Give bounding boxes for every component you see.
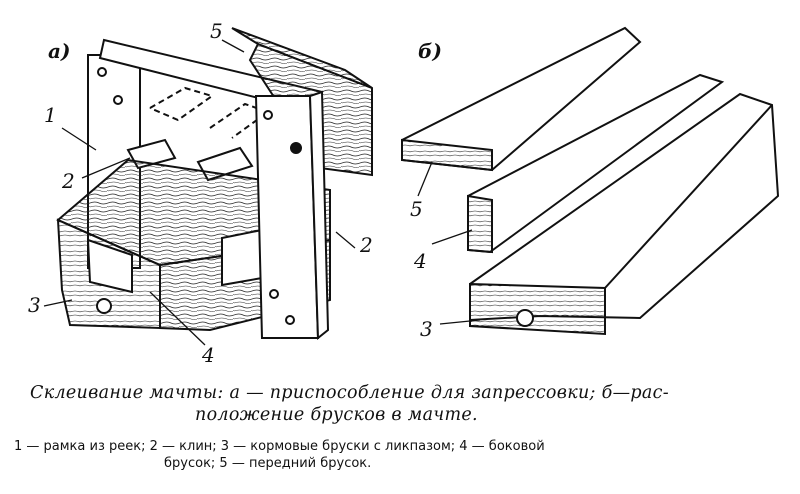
callout-b-4: 4 [413, 249, 427, 273]
callout-b-3: 3 [420, 317, 433, 341]
callouts-a [43, 39, 356, 346]
bar-arrangement [401, 26, 780, 336]
mast-gluing-illustration: а) 1 2 2 3 4 5 б) 5 4 3 [28, 19, 780, 367]
panel-a-label: а) [48, 39, 70, 63]
figure-caption: Склеивание мачты: а — приспособление для… [30, 382, 780, 426]
caption-line-2: положение брусков в мачте. [195, 405, 478, 425]
figure-legend: 1 — рамка из реек; 2 — клин; 3 — кормовы… [14, 438, 784, 472]
callout-3: 3 [28, 293, 41, 317]
mast-hollow [86, 238, 133, 294]
caption-line-1: Склеивание мачты: а — приспособление для… [30, 383, 669, 403]
wedge-side [221, 228, 263, 287]
callout-2-side: 2 [359, 233, 373, 257]
bar-stern-groove [516, 309, 534, 327]
panel-b-label: б) [418, 39, 442, 63]
callout-5: 5 [210, 19, 223, 43]
legend-line-2: брусок; 5 — передний брусок. [164, 456, 372, 471]
callouts-b [417, 161, 481, 325]
callout-1: 1 [44, 103, 57, 127]
callout-b-5: 5 [410, 197, 423, 221]
frame-front-post [254, 95, 320, 339]
luff-groove [96, 298, 112, 314]
callout-4: 4 [201, 343, 215, 367]
pressing-jig [56, 27, 373, 341]
callout-2-top: 2 [61, 169, 75, 193]
legend-line-1: 1 — рамка из реек; 2 — клин; 3 — кормовы… [14, 439, 545, 454]
